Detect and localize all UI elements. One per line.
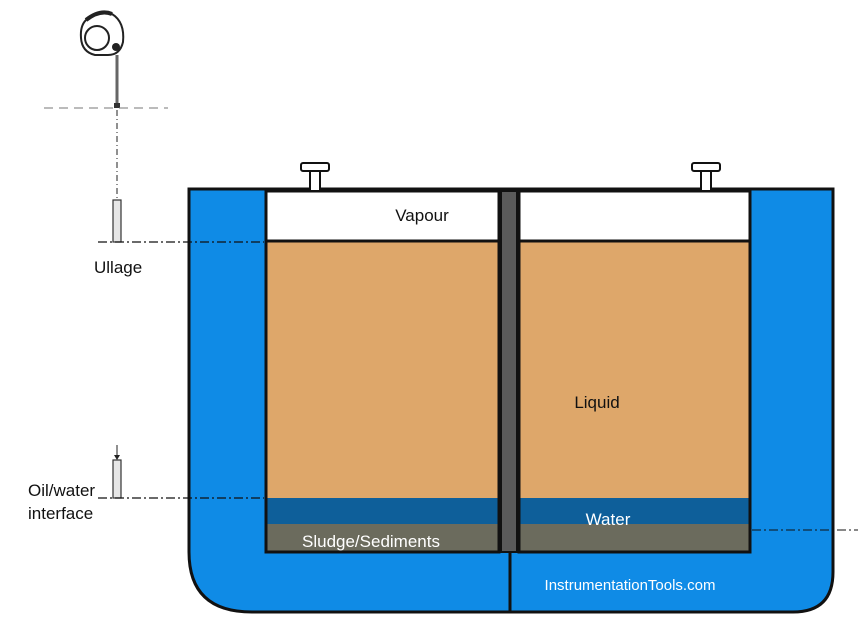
right-liquid-zone — [519, 241, 750, 498]
left-tank-outline — [264, 189, 501, 554]
right-tank — [517, 189, 752, 554]
ullage-label: Ullage — [94, 258, 142, 277]
tank-vent-icon — [691, 162, 721, 192]
vapour-label: Vapour — [395, 206, 449, 225]
interface-float — [112, 459, 122, 499]
right-vapour-zone — [519, 191, 750, 241]
center-bulkhead — [500, 190, 518, 553]
liquid-label: Liquid — [574, 393, 619, 412]
oil-water-label-line2: interface — [28, 504, 93, 523]
left-water-zone — [266, 498, 499, 524]
interface-arrowhead — [114, 455, 120, 460]
radar-gauge-icon — [79, 10, 125, 108]
tank-vent-icon — [300, 162, 330, 192]
right-sludge-zone — [519, 524, 750, 552]
watermark-label: InstrumentationTools.com — [545, 577, 716, 594]
left-sludge-zone — [266, 524, 499, 552]
water-label: Water — [586, 510, 631, 529]
right-water-zone — [519, 498, 750, 524]
ullage-float — [112, 199, 122, 243]
oil-water-label-line1: Oil/water — [28, 481, 95, 500]
left-liquid-zone — [266, 241, 499, 498]
right-tank-outline — [517, 189, 752, 554]
left-vapour-zone — [266, 191, 499, 241]
sludge-label: Sludge/Sediments — [302, 532, 440, 551]
left-tank — [264, 189, 501, 554]
